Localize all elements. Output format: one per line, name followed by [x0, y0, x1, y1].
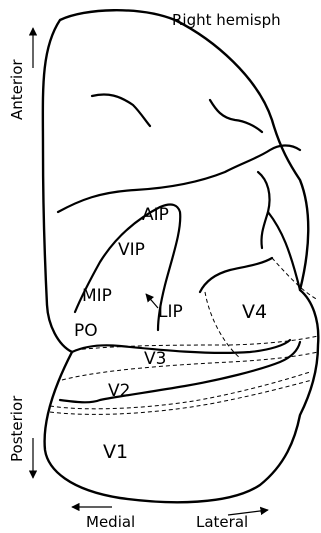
- posterior-label: Posterior: [8, 395, 26, 462]
- v1-label: V1: [103, 441, 128, 463]
- aip-label: AIP: [142, 205, 169, 225]
- v4-label: V4: [242, 301, 267, 323]
- po-label: PO: [74, 321, 98, 341]
- lateral-label: Lateral: [196, 513, 248, 531]
- v1-v2-border-2: [50, 380, 312, 414]
- vip-label: VIP: [118, 240, 145, 260]
- v2-label: V2: [108, 381, 130, 401]
- anterior-label: Anterior: [8, 59, 26, 120]
- calcarine-boundary: [72, 340, 290, 353]
- v1-v2-border: [50, 372, 310, 409]
- diagram-title: Right hemisph: [172, 11, 281, 29]
- parieto-occipital-sulcus: [200, 258, 272, 292]
- v3-label: V3: [144, 349, 166, 369]
- lateral-sulcus-lower: [268, 212, 300, 290]
- hemisphere-outline: [43, 10, 318, 502]
- v4-border: [272, 258, 318, 300]
- lip-label: LIP: [158, 302, 183, 322]
- sulcus-arrow: [146, 294, 158, 308]
- v4-v3-border: [205, 292, 240, 358]
- medial-label: Medial: [86, 513, 135, 531]
- lateral-sulcus-upper: [258, 172, 270, 248]
- frontal-sulcus: [92, 94, 150, 126]
- frontal-sulcus-2: [210, 100, 262, 132]
- v3-ventral-border: [62, 352, 318, 380]
- v3-dorsal-border: [75, 336, 318, 350]
- mip-label: MIP: [82, 286, 112, 306]
